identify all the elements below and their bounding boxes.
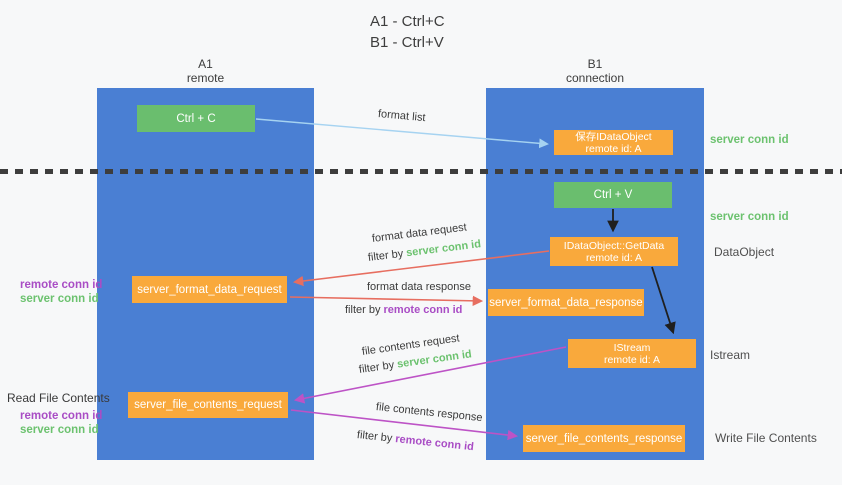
column-b1-name: B1 — [587, 57, 603, 71]
column-header-b1: B1 connection — [486, 57, 704, 85]
label-istream: Istream — [710, 348, 751, 362]
arrow-format-data-response — [289, 295, 484, 307]
filter-by-text: filter by — [367, 247, 404, 264]
label-remote-conn-id-mid-left: remote conn id — [20, 279, 103, 291]
filter-by-text: filter by — [358, 359, 395, 376]
edge-label-format-list: format list — [377, 108, 426, 124]
filter-by-text: filter by — [356, 429, 393, 445]
column-b1-subtitle: connection — [565, 71, 625, 85]
remote-conn-id-text: remote conn id — [383, 304, 463, 316]
filter-by-text: filter by — [345, 304, 381, 316]
server-conn-id-text: server conn id — [405, 238, 482, 260]
node-save-idataobject-line1: 保存IDataObject — [575, 130, 652, 143]
format-list-text: format list — [377, 108, 427, 125]
node-ctrl-v: Ctrl + V — [554, 182, 672, 208]
machine-boundary-dotted-line — [0, 169, 842, 174]
label-write-file-contents: Write File Contents — [715, 431, 817, 445]
label-server-conn-id-top-right: server conn id — [710, 134, 789, 146]
node-save-idataobject: 保存IDataObject remote id: A — [554, 130, 673, 155]
node-istream-line2: remote id: A — [603, 353, 661, 366]
node-format-response-label: server_format_data_response — [489, 296, 643, 309]
node-server-file-contents-response: server_file_contents_response — [523, 425, 685, 452]
column-a1-name: A1 — [198, 57, 213, 71]
file-contents-response-text: file contents response — [375, 401, 484, 425]
label-dataobject: DataObject — [714, 245, 775, 259]
format-data-response-text: format data response — [367, 281, 471, 293]
column-header-a1: A1 remote — [97, 57, 314, 85]
edge-label-format-response-filter: filter by remote conn id — [345, 304, 462, 316]
label-stack-bottom-left: remote conn id server conn id — [20, 409, 102, 437]
node-save-idataobject-line2: remote id: A — [585, 142, 642, 155]
diagram-title: A1 - Ctrl+C B1 - Ctrl+V — [370, 11, 445, 53]
node-istream: IStream remote id: A — [568, 339, 696, 368]
node-istream-line1: IStream — [613, 341, 651, 354]
node-format-request-label: server_format_data_request — [137, 283, 282, 296]
label-remote-conn-id-bottom-left: remote conn id — [20, 410, 103, 422]
node-ctrl-c-label: Ctrl + C — [176, 112, 216, 125]
title-line1: A1 - Ctrl+C — [370, 13, 445, 30]
node-server-file-contents-request: server_file_contents_request — [128, 392, 288, 418]
node-file-response-label: server_file_contents_response — [525, 432, 683, 445]
label-stack-mid-left: remote conn id server conn id — [20, 278, 102, 306]
node-getdata-line2: remote id: A — [585, 251, 643, 264]
edge-label-format-data-response: format data response — [367, 281, 471, 293]
node-server-format-data-response: server_format_data_response — [488, 289, 644, 316]
title-line2: B1 - Ctrl+V — [370, 34, 444, 51]
remote-conn-id-text: remote conn id — [394, 433, 475, 454]
edge-label-file-contents-response: file contents response — [375, 401, 483, 424]
column-a1-subtitle: remote — [186, 71, 225, 85]
label-read-file-contents: Read File Contents — [7, 391, 110, 405]
node-server-format-data-request: server_format_data_request — [132, 276, 287, 303]
node-ctrl-c: Ctrl + C — [137, 105, 255, 132]
node-ctrl-v-label: Ctrl + V — [593, 189, 633, 201]
label-server-conn-id-mid-right: server conn id — [710, 211, 789, 223]
node-file-request-label: server_file_contents_request — [134, 399, 282, 411]
edge-label-file-response-filter: filter by remote conn id — [356, 429, 474, 453]
node-idataobject-getdata: IDataObject::GetData remote id: A — [550, 237, 678, 266]
node-getdata-line1: IDataObject::GetData — [563, 239, 665, 252]
label-server-conn-id-bottom-left: server conn id — [20, 424, 99, 436]
label-server-conn-id-mid-left: server conn id — [20, 293, 99, 305]
